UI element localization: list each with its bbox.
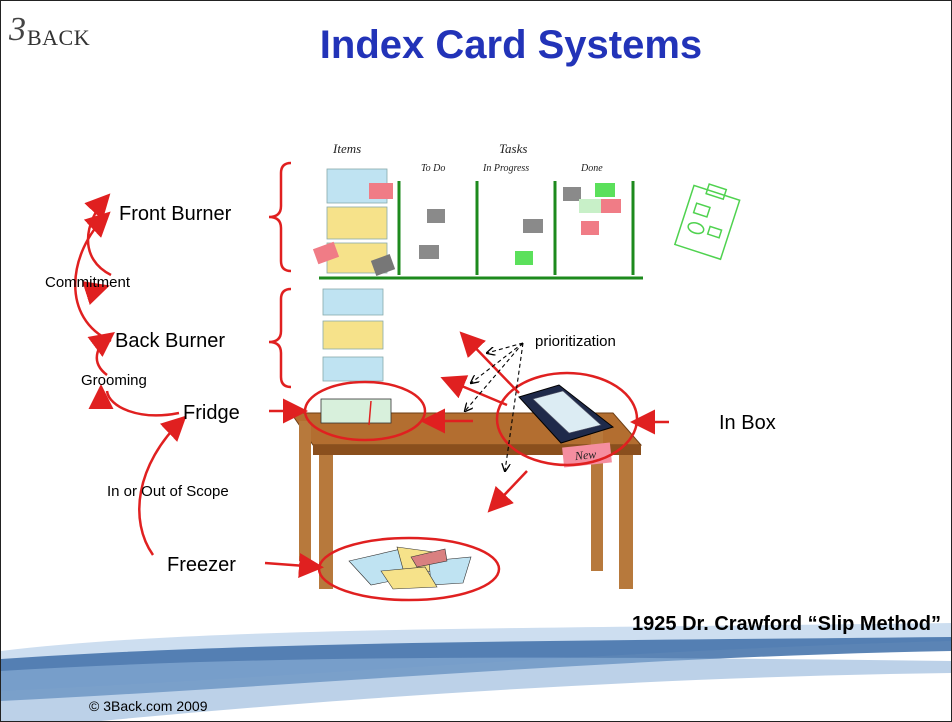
col-done: Done	[581, 163, 603, 174]
in-or-out-of-scope-label: In or Out of Scope	[107, 483, 229, 500]
task-board	[319, 181, 643, 280]
in-box-tray	[518, 384, 615, 444]
flow-arrows	[82, 193, 669, 578]
freezer-label: Freezer	[167, 554, 236, 576]
back-burner-label: Back Burner	[115, 330, 226, 352]
grooming-label: Grooming	[81, 372, 147, 389]
commitment-label: Commitment	[45, 274, 131, 291]
fridge-label: Fridge	[183, 402, 240, 424]
back-burner-bracket	[268, 287, 292, 389]
items-header: Items	[333, 141, 362, 156]
new-tag	[562, 442, 612, 468]
copyright-footer: © 3Back.com 2009	[89, 698, 208, 714]
front-burner-bracket	[268, 161, 292, 273]
item-cards	[312, 168, 396, 382]
commitment-arrow	[74, 211, 112, 343]
task-cards	[419, 183, 621, 265]
slip-method-quote: 1925 Dr. Crawford “Slip Method”	[632, 613, 941, 635]
prioritization-arrows	[465, 342, 524, 471]
page-title: Index Card Systems	[319, 23, 703, 67]
in-box-label: In Box	[719, 412, 776, 434]
footer-swoosh	[1, 623, 951, 721]
logo-mark: 3	[9, 11, 26, 48]
freezer-pile	[348, 546, 472, 590]
col-to-do: To Do	[421, 163, 446, 174]
fridge-stack	[320, 398, 392, 426]
logo-text: BACK	[27, 25, 91, 50]
tasks-header: Tasks	[499, 141, 528, 156]
front-burner-label: Front Burner	[119, 203, 232, 225]
clipboard-icon	[673, 183, 741, 261]
new-tag-label: New	[574, 446, 597, 464]
col-in-progress: In Progress	[483, 163, 530, 174]
prioritization-label: prioritization	[535, 333, 616, 350]
